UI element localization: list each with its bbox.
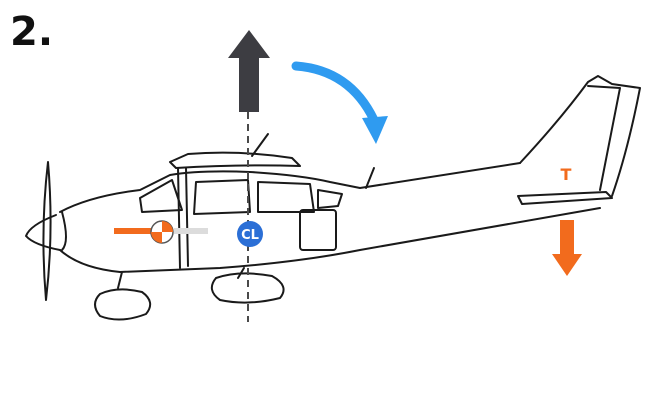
fuselage-top — [59, 162, 521, 213]
rear-window — [317, 189, 343, 209]
cowling — [61, 211, 67, 251]
pitch-arrow-curve — [291, 61, 379, 125]
propeller — [42, 161, 52, 301]
vertical-fin — [519, 75, 641, 197]
tail-force-label: T — [561, 165, 572, 184]
wing-strut-front — [177, 167, 181, 269]
airplane-outline — [25, 75, 641, 321]
wing — [169, 151, 301, 169]
front-window — [139, 179, 183, 213]
tail-down-arrow-icon — [552, 220, 582, 276]
nose-gear-leg — [117, 271, 123, 289]
fuselage-bottom — [59, 207, 601, 273]
wing-strut-rear — [185, 167, 189, 267]
step-number: 2. — [10, 9, 54, 55]
cl-badge-icon — [237, 221, 263, 247]
cg-bar-right — [174, 228, 208, 234]
cg-quadrant-1 — [162, 221, 173, 232]
side-window-rear — [257, 181, 315, 213]
horizontal-stabilizer — [517, 191, 613, 205]
nose-wheel-fairing — [94, 288, 152, 321]
side-window-front — [193, 179, 251, 215]
pitch-arrow-head-icon — [362, 116, 388, 144]
main-wheel-fairing — [210, 272, 285, 304]
spinner — [25, 214, 61, 251]
cg-quadrant-3 — [151, 232, 162, 243]
cg-bar-left — [114, 228, 154, 234]
cl-label: CL — [241, 228, 259, 243]
antenna-top — [251, 133, 269, 157]
antenna — [365, 167, 375, 189]
cabin-door — [299, 209, 337, 251]
lift-arrow-up-icon — [228, 30, 270, 112]
rudder-line — [587, 85, 621, 191]
